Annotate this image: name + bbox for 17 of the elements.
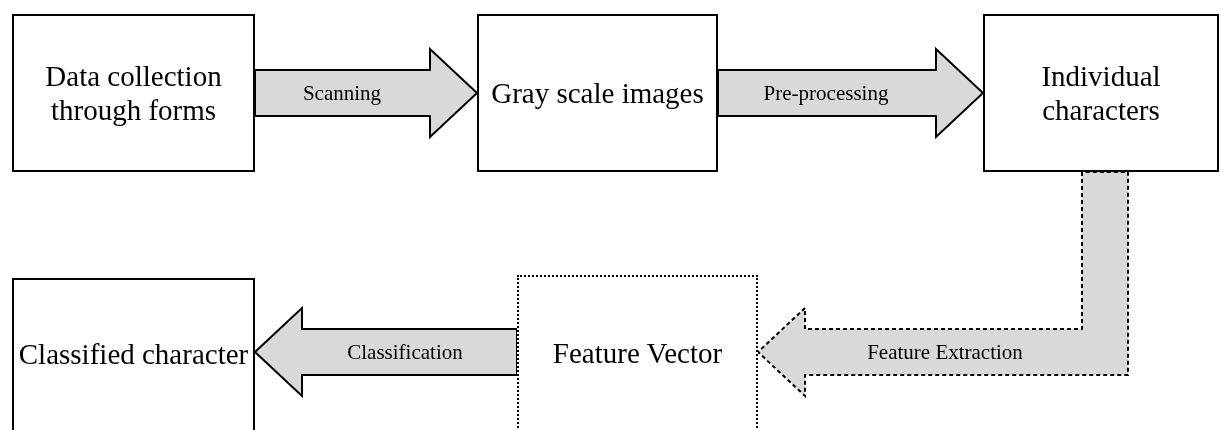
node-label: Feature Vector [551, 335, 724, 370]
edge-label: Classification [346, 340, 464, 364]
process-box [12, 278, 255, 430]
process-box [477, 14, 718, 172]
dashed-process-box [517, 275, 758, 430]
node-label: Classified character [17, 337, 250, 371]
block-arrow [717, 46, 985, 140]
edge-label: Feature Extraction [866, 340, 1024, 364]
block-arrow [756, 171, 1129, 399]
block-arrow [254, 46, 479, 140]
node-label: Data collection through forms [44, 59, 223, 127]
edge-label: Pre-processing [762, 81, 890, 105]
process-box [12, 14, 255, 172]
node-label: Individual characters [1040, 59, 1162, 127]
node-label: Gray scale images [490, 76, 705, 110]
edge-label: Scanning [301, 81, 383, 105]
process-box [983, 14, 1219, 172]
